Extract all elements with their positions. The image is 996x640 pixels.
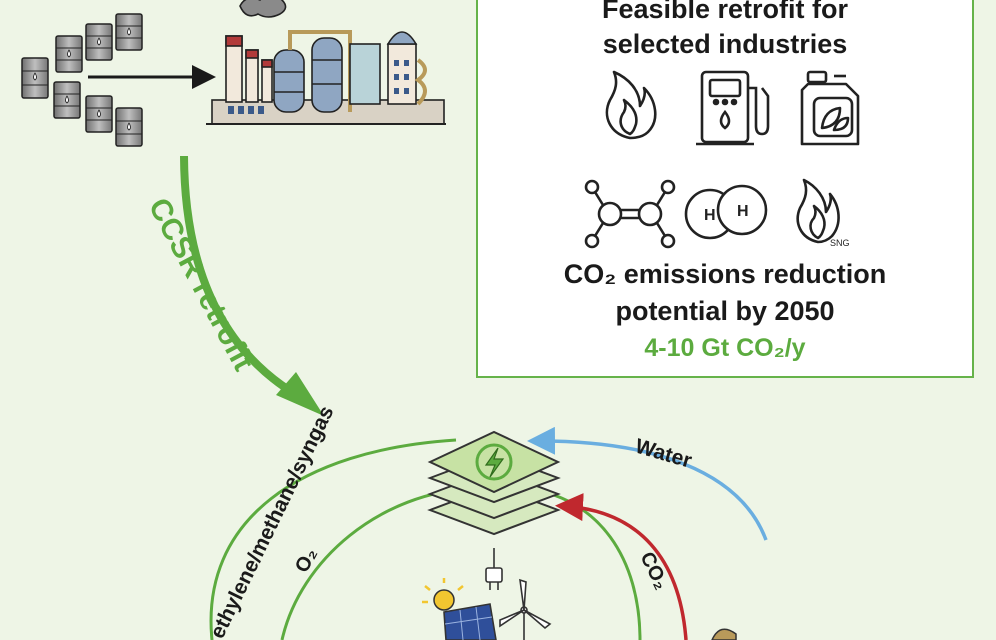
reduction-value: 4-10 Gt CO₂/y [644,334,806,362]
refinery-factory-icon [206,0,446,125]
sng-label: SNG [830,238,850,248]
electrolyzer-stack-icon [427,430,561,536]
panel-title-line2: selected industries [602,29,848,59]
water-label: Water [633,435,695,473]
partial-co2-source-icon [711,628,737,640]
solar-panel-icon [422,578,497,640]
reduction-line1: CO₂ emissions reduction [563,259,887,289]
ccsr-retrofit-arrow [180,155,303,401]
panel-title-line1: Feasible retrofit for [601,0,849,24]
reduction-line2: potential by 2050 [615,296,835,326]
fuel-pump-icon [696,70,770,146]
water-arrow [527,426,768,541]
products-label: ethylene/methane/syngas [206,402,339,640]
ethylene-molecule-icon [584,179,676,249]
sng-flame-icon: SNG [796,178,850,248]
industry-icons: H H SNG [584,70,860,249]
hydrogen-molecule-icon: H H [684,184,768,240]
wind-turbine-icon [499,578,552,640]
co2-label: CO₂ [636,549,673,594]
hydrogen-h-label-1: H [704,207,716,224]
ccsr-retrofit-label: CCSR retrofit [142,193,260,376]
flame-icon [605,70,657,140]
oxygen-label: O₂ [291,544,322,576]
bio-jerrycan-icon [800,70,860,146]
power-plug-icon [485,548,503,590]
products-cycle-arrow [209,438,457,640]
hydrogen-h-label-2: H [737,203,749,220]
oil-barrels-icon [21,13,143,147]
co2-arrow [555,493,688,640]
ccsr-retrofit-arrowhead [276,372,324,416]
retrofit-panel: Feasible retrofit for selected industrie… [476,0,974,378]
